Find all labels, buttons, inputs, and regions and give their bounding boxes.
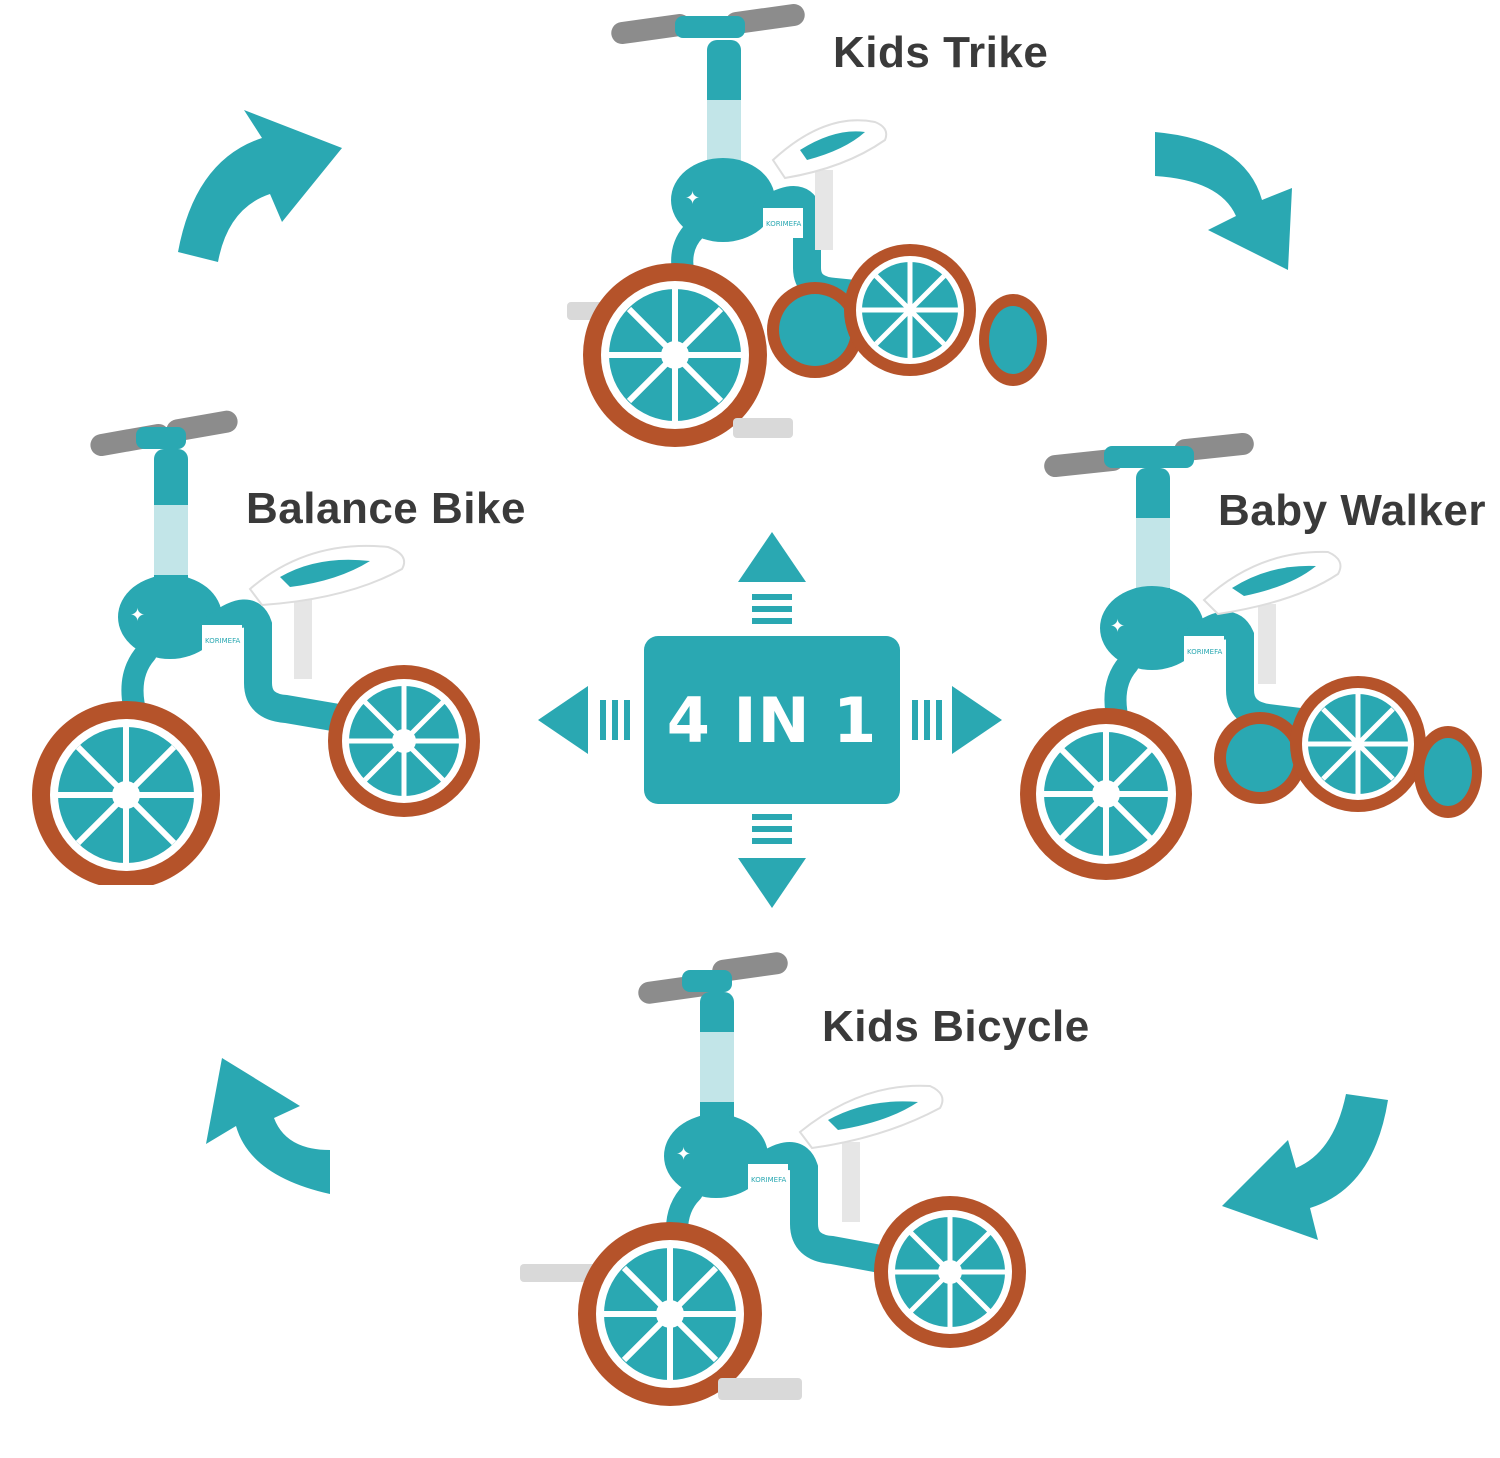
cycle-arrow-bottom-left [206,1058,330,1194]
center-arrow-right [912,686,1002,754]
handlebar [682,970,732,992]
center-arrow-up [738,532,806,624]
brand-text: KORIMEFA [751,1176,786,1184]
left-grip [611,13,691,45]
kids-bicycle-illustration: ✦ KORIMEFA [520,952,1026,1406]
four-in-one-badge: 4 IN 1 [644,636,900,804]
svg-text:✦: ✦ [685,188,700,209]
brand-plate [748,1164,788,1194]
brand-plate [202,625,242,655]
svg-text:✦: ✦ [676,1144,691,1165]
pedal-right [718,1378,802,1400]
kids-trike-illustration: ✦ KORIMEFA [567,3,1047,447]
cycle-arrow-top-left [178,110,342,262]
left-grip [1044,448,1124,478]
right-grip [725,3,805,35]
label-kids-trike: Kids Trike [833,28,1049,77]
svg-text:✦: ✦ [130,605,145,626]
brand-text: KORIMEFA [1187,648,1222,656]
brand-plate [1184,636,1224,666]
brand-plate [763,208,803,238]
brand-text: KORIMEFA [205,637,240,645]
cycle-arrow-top-right [1155,132,1292,270]
brand-text: KORIMEFA [766,220,801,228]
badge-text: 4 IN 1 [666,683,878,757]
frame-head [1100,586,1204,670]
handlebar [675,16,745,38]
frame-head [118,575,222,659]
center-arrow-left [538,686,630,754]
label-kids-bicycle: Kids Bicycle [822,1002,1090,1051]
label-balance-bike: Balance Bike [246,484,526,533]
handlebar [136,427,186,449]
cycle-arrow-bottom-right [1222,1094,1388,1240]
pedal-left [520,1264,600,1282]
center-arrow-down [738,814,806,908]
frame-head [664,1114,768,1198]
balance-bike-illustration: ✦ KORIMEFA [32,410,480,885]
label-baby-walker: Baby Walker [1218,486,1486,535]
pedal [733,418,793,438]
handlebar [1104,446,1194,468]
svg-text:✦: ✦ [1110,616,1125,637]
right-grip [1174,432,1254,462]
baby-walker-illustration: ✦ KORIMEFA [1020,432,1482,880]
